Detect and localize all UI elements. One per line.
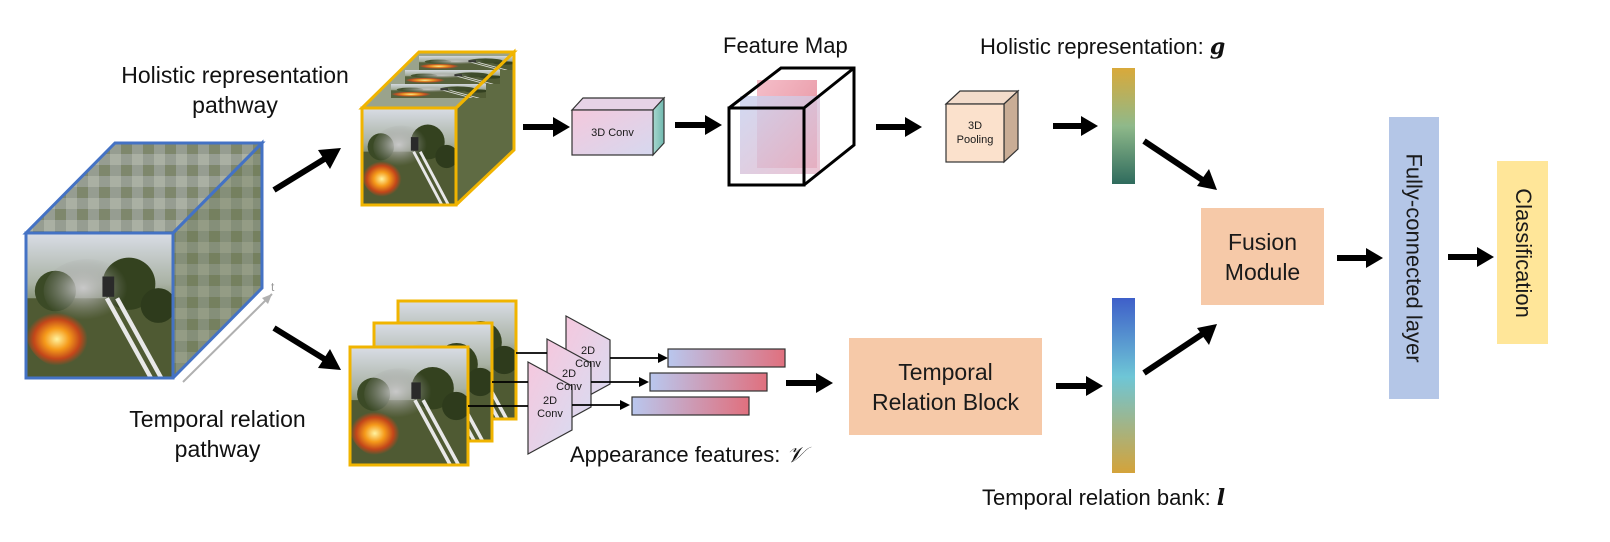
conv3d-block xyxy=(570,96,666,157)
arrow-to-holistic xyxy=(272,148,341,193)
holistic-frame-stack xyxy=(358,48,518,207)
temporal-block-line1: Temporal xyxy=(898,358,993,385)
relation-symbol: l xyxy=(1216,485,1226,511)
fusion-line1: Fusion xyxy=(1227,228,1298,255)
arrow-t2 xyxy=(1056,376,1103,396)
conv2d-block-1 xyxy=(527,360,573,456)
temporal-relation-block: Temporal Relation Block xyxy=(849,338,1042,435)
conv2d-2-line2: Conv xyxy=(556,381,582,393)
conv2d-label-3: 2D Conv xyxy=(566,338,610,378)
relation-vector-l xyxy=(1112,298,1135,473)
conv3d-label: 3D Conv xyxy=(591,126,634,139)
fusion-module: Fusion Module xyxy=(1201,208,1324,305)
input-video-cube xyxy=(22,139,273,383)
temporal-frame-stack xyxy=(348,299,518,467)
holistic-symbol: g xyxy=(1209,34,1226,60)
appearance-symbol: 𝒱 xyxy=(786,443,805,468)
holistic-vector-g xyxy=(1112,68,1135,184)
relation-bank-label: Temporal relation bank: l xyxy=(982,485,1225,511)
arrow-g-to-fusion xyxy=(1142,138,1217,190)
fc-label: Fully-connected layer xyxy=(1402,153,1428,363)
fusion-line2: Module xyxy=(1224,258,1301,285)
conv2d-3-line2: Conv xyxy=(575,358,601,370)
feature-map-label: Feature Map xyxy=(723,33,848,58)
pool3d-label: 3D Pooling xyxy=(946,104,1004,162)
arrow-fc-to-class xyxy=(1448,247,1494,267)
conv-to-feature-arrows xyxy=(572,353,668,410)
arrow-h4 xyxy=(1053,116,1098,136)
classification-block: Classification xyxy=(1497,161,1548,344)
fully-connected-layer: Fully-connected layer xyxy=(1389,117,1439,399)
arrow-fusion-to-fc xyxy=(1337,248,1383,268)
appearance-features-label: Appearance features: 𝒱 xyxy=(570,442,805,468)
time-axis-label: t xyxy=(271,280,275,294)
temporal-front-frame xyxy=(348,345,470,467)
pool3d-label-line1: 3D xyxy=(967,120,983,132)
temporal-pathway-label: Temporal relation pathway xyxy=(129,406,306,462)
arrow-to-temporal xyxy=(272,325,341,370)
conv2d-label-1: 2D Conv xyxy=(528,388,572,428)
pool3d-block xyxy=(944,89,1020,164)
temporal-block-line2: Relation Block xyxy=(871,388,1020,415)
frame-to-conv-arrows xyxy=(468,352,547,407)
arrow-h1 xyxy=(523,117,570,137)
cube-front-frame xyxy=(26,233,173,378)
feature-bar-2 xyxy=(649,372,768,392)
time-axis xyxy=(182,293,273,383)
holistic-front-frame xyxy=(362,108,456,205)
feature-bar-1 xyxy=(667,348,786,368)
arrow-t1 xyxy=(786,373,833,393)
conv2d-1-line1: 2D xyxy=(542,395,558,407)
time-axis-arrowhead xyxy=(262,294,272,304)
holistic-repr-label: Holistic representation: g xyxy=(980,34,1225,60)
conv2d-3-line1: 2D xyxy=(580,345,596,357)
arrow-h2 xyxy=(675,115,722,135)
arrow-l-to-fusion xyxy=(1142,324,1217,376)
holistic-pathway-label: Holistic representation pathway xyxy=(121,62,349,118)
feature-bar-3 xyxy=(631,396,750,416)
appearance-feature-bars xyxy=(631,348,786,416)
appearance-text: Appearance features: xyxy=(570,442,787,467)
relation-bank-text: Temporal relation bank: xyxy=(982,485,1217,510)
conv2d-2-line1: 2D xyxy=(561,368,577,380)
classification-label: Classification xyxy=(1510,187,1536,318)
arrow-h3 xyxy=(876,117,922,137)
conv2d-label-2: 2D Conv xyxy=(547,361,591,401)
holistic-repr-text: Holistic representation: xyxy=(980,34,1210,59)
feature-map-cube xyxy=(727,66,856,187)
conv2d-1-line2: Conv xyxy=(537,408,563,420)
conv2d-blocks xyxy=(527,314,611,456)
pool3d-label-line2: Pooling xyxy=(956,134,994,146)
